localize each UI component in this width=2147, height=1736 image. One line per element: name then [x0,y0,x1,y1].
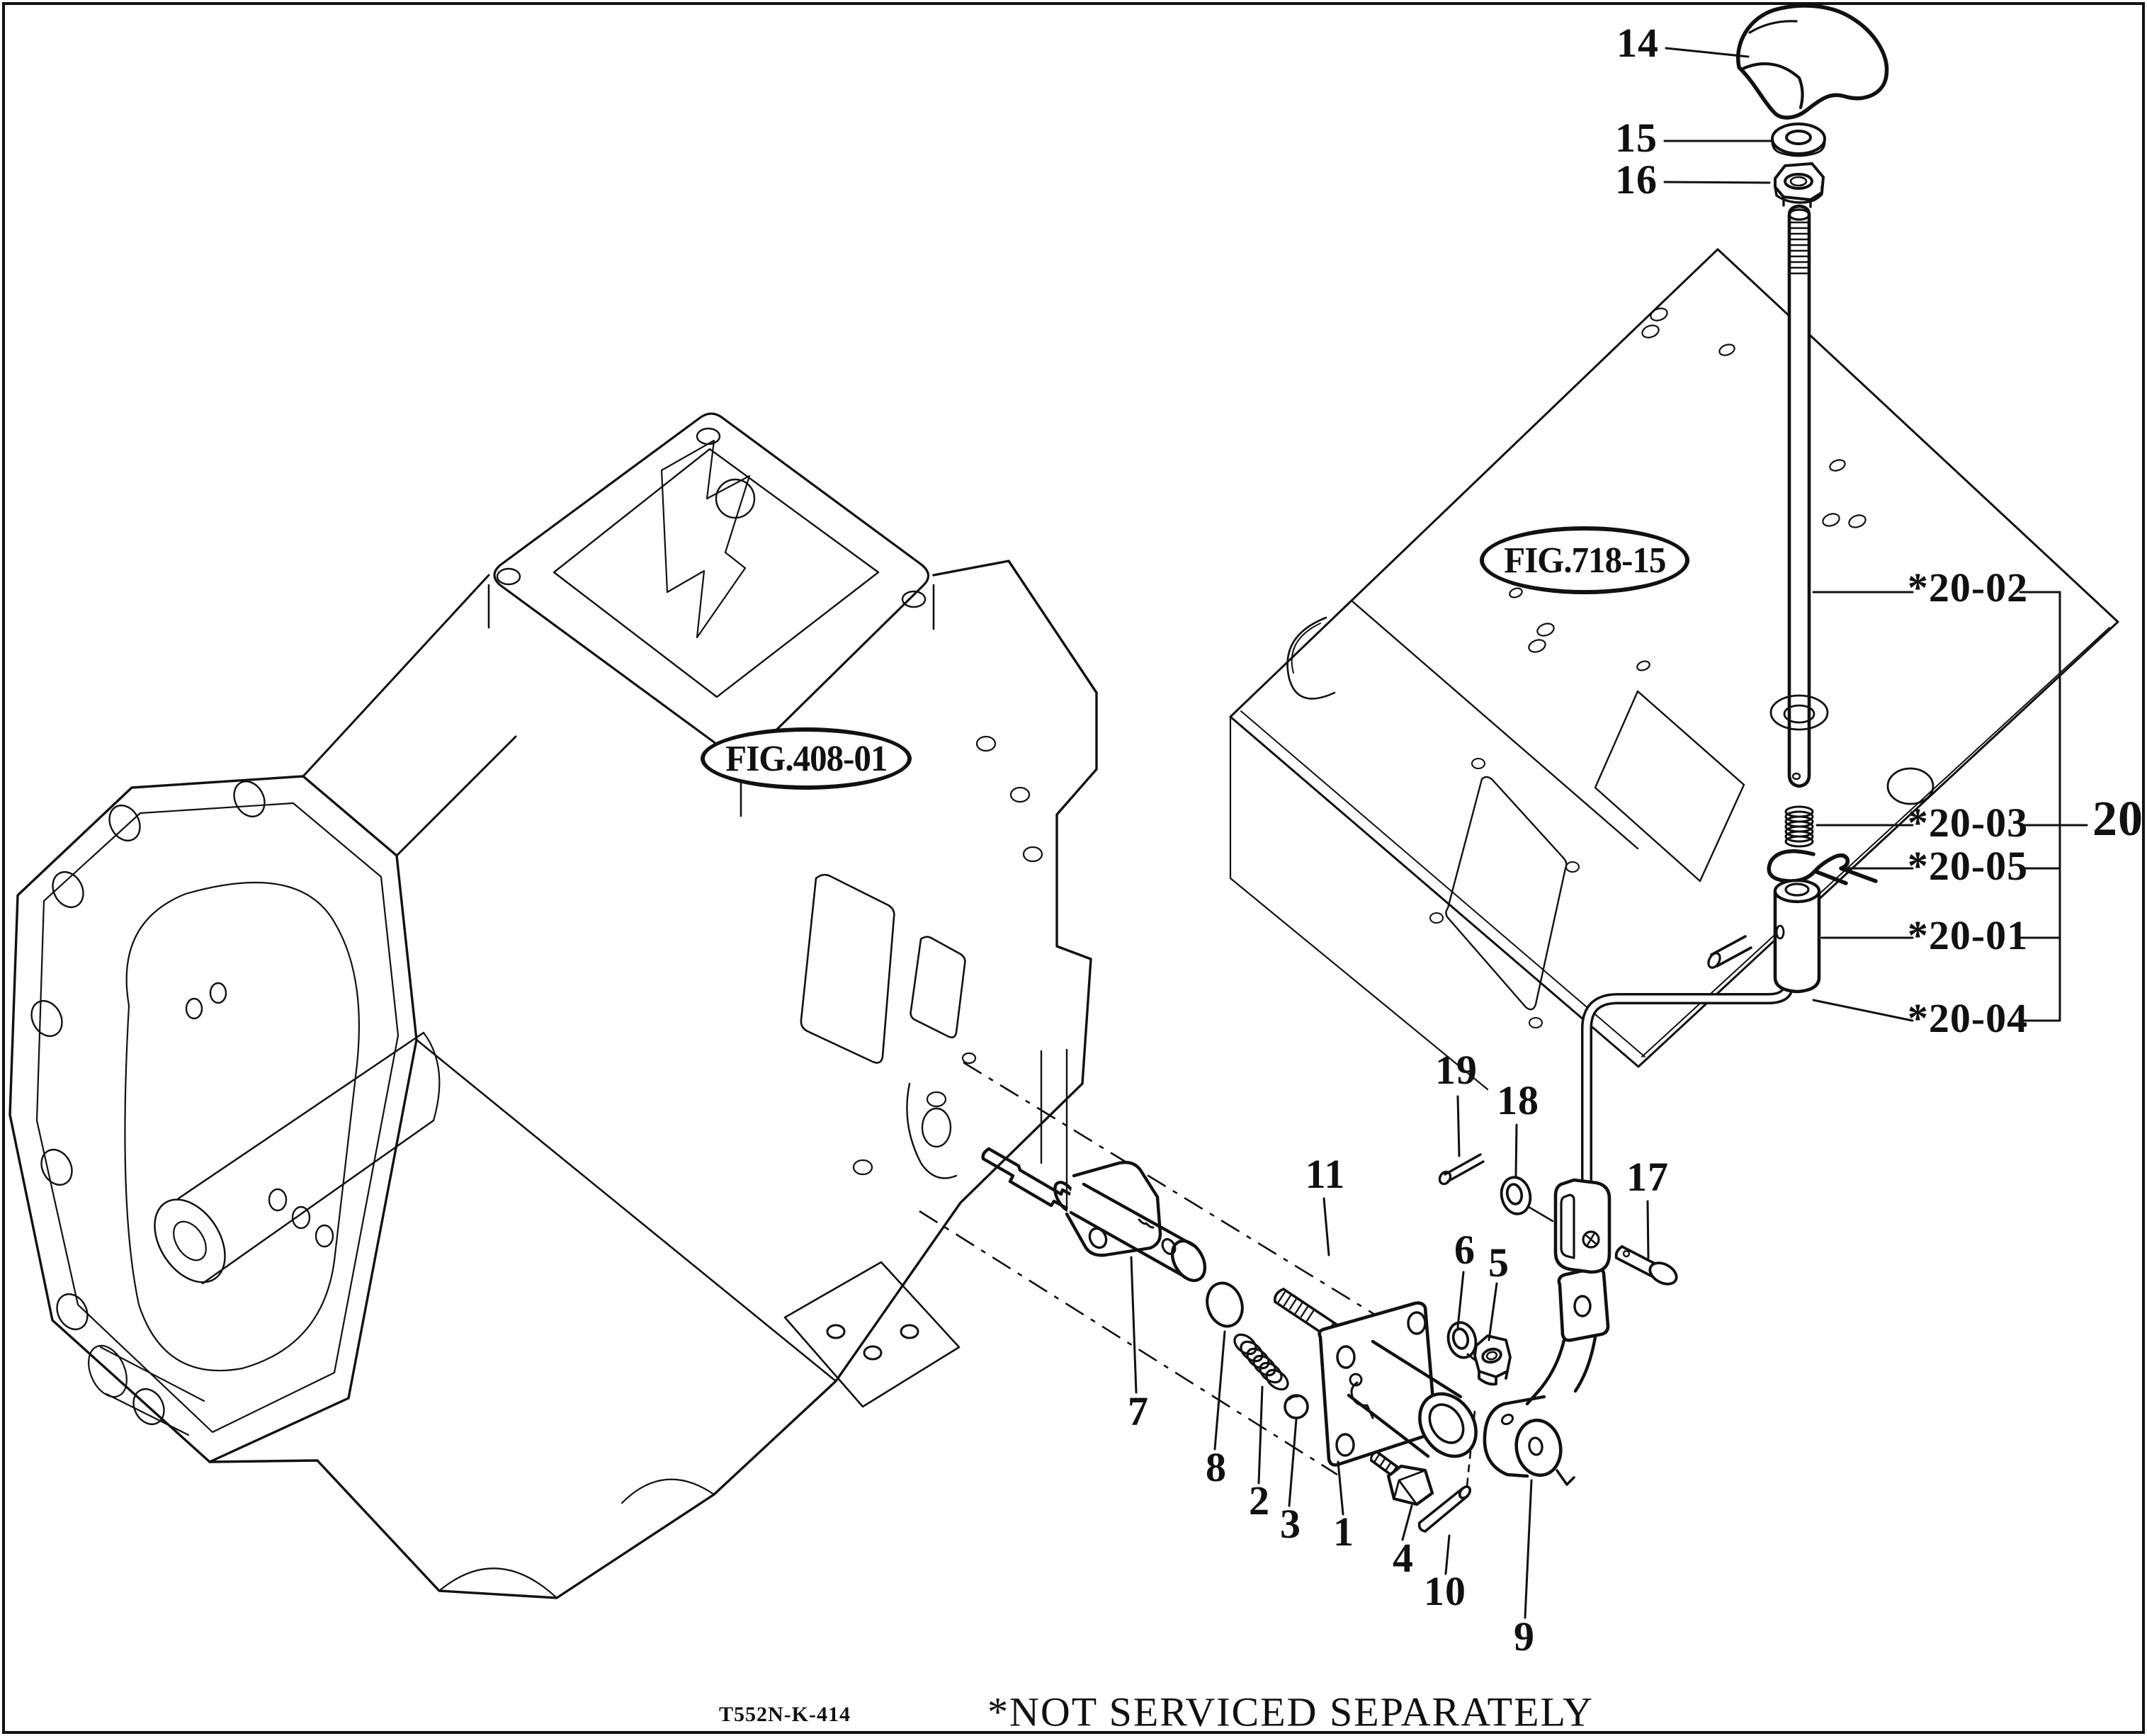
part-1-flange-drawing [1318,1301,1478,1467]
part-2-spring-drawing [1233,1333,1289,1391]
part-20-05-clip-drawing [1767,849,1878,885]
part-4-bolt-drawing [1370,1451,1434,1507]
part-20-01-bushing-drawing [1707,878,1821,994]
part-label-9: 9 [1514,1613,1535,1660]
part-18-washer-drawing [1500,1176,1554,1222]
document-code: T552N-K-414 [719,1703,851,1726]
part-label-7: 7 [1128,1388,1149,1435]
figure-ref-408-01: FIG.408-01 [701,727,912,790]
part-label-20: 20 [2092,792,2143,846]
part-label-20-01: *20-01 [1907,912,2029,959]
part-16-nut-drawing [1774,162,1825,208]
part-5-nut-drawing [1473,1334,1512,1386]
part-19-cotter-pin-drawing [1438,1153,1485,1186]
platform-panel-drawing [1229,248,2119,1091]
part-label-6: 6 [1454,1227,1475,1273]
figure-ref-label: FIG.718-15 [1503,540,1666,581]
part-label-20-02: *20-02 [1907,565,2029,611]
part-label-4: 4 [1393,1535,1414,1582]
part-3-ball-drawing [1284,1394,1309,1419]
part-label-10: 10 [1424,1568,1466,1615]
part-15-washer-drawing [1771,123,1826,157]
figure-ref-718-15: FIG.718-15 [1480,526,1689,594]
rod-grommet-drawing [1769,694,1829,731]
exploded-parts [981,4,1889,1533]
part-label-5: 5 [1488,1239,1509,1286]
part-label-3: 3 [1280,1501,1301,1548]
part-label-16: 16 [1615,157,1658,203]
part-label-20-04: *20-04 [1907,995,2029,1042]
figure-ref-label: FIG.408-01 [725,738,888,779]
part-label-20-05: *20-05 [1907,843,2029,890]
not-serviced-note: *NOT SERVICED SEPARATELY [987,1689,1594,1735]
part-20-03-spring-drawing [1784,805,1814,848]
part-label-1: 1 [1333,1509,1354,1555]
part-label-11: 11 [1305,1151,1346,1198]
leader-lines [1130,47,2088,1619]
part-label-15: 15 [1615,115,1658,161]
part-label-20-03: *20-03 [1907,800,2029,846]
part-label-17: 17 [1626,1154,1669,1201]
part-14-knob-drawing [1736,4,1889,120]
part-20-04-rod-drawing [1553,973,1795,1274]
part-8-oring-drawing [1206,1281,1244,1328]
part-label-14: 14 [1616,20,1659,67]
part-9-lever-drawing [1483,1266,1610,1486]
part-17-pin-drawing [1614,1245,1678,1286]
part-7-shaft-drawing [981,1147,1207,1283]
part-10-pin-drawing [1417,1485,1472,1533]
part-label-19: 19 [1435,1047,1478,1094]
part-label-18: 18 [1497,1077,1539,1124]
part-label-8: 8 [1206,1444,1227,1491]
part-20-02-rod-drawing [1787,204,1811,788]
part-label-2: 2 [1249,1477,1270,1524]
transmission-housing-drawing [9,412,1098,1599]
